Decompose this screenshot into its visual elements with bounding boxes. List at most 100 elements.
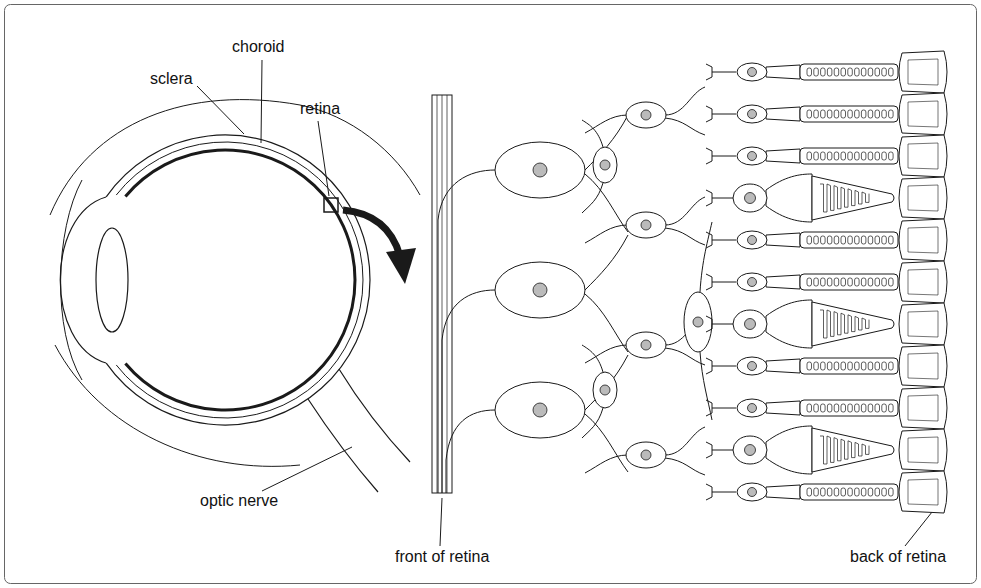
rod-disc: [848, 236, 853, 244]
cone-cell: [706, 426, 947, 474]
cone-discs: [820, 436, 869, 464]
bipolar-dendrite: [665, 228, 705, 245]
nucleus: [641, 450, 651, 460]
pigment-inner: [908, 479, 938, 505]
synaptic-terminal: [706, 64, 712, 80]
rod-inner-segment: [766, 275, 800, 289]
rod-disc: [807, 488, 812, 496]
rod-disc: [827, 404, 832, 412]
receptor-axon: [712, 492, 736, 493]
part-label: front of retina: [395, 548, 489, 566]
rod-disc: [807, 362, 812, 370]
rod-body: [737, 273, 767, 291]
cone-discs: [820, 310, 869, 338]
nucleus: [641, 340, 651, 350]
rod-cell: [706, 219, 947, 261]
zoom-arrow: [343, 210, 400, 256]
rod-disc: [834, 236, 839, 244]
rod-disc: [875, 110, 880, 118]
rod-disc: [889, 110, 894, 118]
rod-disc: [848, 488, 853, 496]
rod-disc: [807, 404, 812, 412]
rod-disc: [841, 68, 846, 76]
rod-body: [737, 147, 767, 165]
rod-disc: [882, 488, 887, 496]
rod-outer-segment: [800, 148, 898, 164]
lens: [96, 228, 128, 332]
ganglion-dendrite: [585, 355, 628, 410]
pigment-cell: [899, 177, 947, 219]
rod-body: [737, 399, 767, 417]
amacrine-process: [582, 120, 603, 147]
rod-disc: [807, 110, 812, 118]
rod-disc: [827, 110, 832, 118]
synaptic-terminal: [706, 442, 712, 458]
rod-inner-segment: [766, 359, 800, 373]
rod-outer-segment: [800, 484, 898, 500]
receptor-axon: [712, 282, 736, 283]
ganglion-cell: [495, 382, 585, 438]
rod-body: [737, 63, 767, 81]
synaptic-terminal: [706, 316, 712, 332]
rod-disc: [882, 236, 887, 244]
zoom-arrowhead: [386, 248, 416, 284]
nucleus: [748, 362, 757, 371]
rod-disc: [882, 362, 887, 370]
rod-disc: [821, 488, 826, 496]
rod-disc: [814, 404, 819, 412]
cone-body: [733, 184, 767, 212]
rod-disc: [821, 278, 826, 286]
nucleus: [748, 404, 757, 413]
nucleus: [745, 193, 756, 204]
rod-disc: [834, 362, 839, 370]
nucleus: [693, 317, 703, 327]
rod-cell: [706, 135, 947, 177]
synaptic-terminal: [706, 148, 712, 164]
cone-inner-segment: [766, 300, 812, 348]
rod-inner-segment: [766, 233, 800, 247]
eyelid: [61, 180, 82, 380]
rod-body: [737, 105, 767, 123]
rod-disc: [868, 110, 873, 118]
cone-cell: [706, 300, 947, 348]
rod-disc: [848, 68, 853, 76]
nucleus: [748, 488, 757, 497]
bipolar-axon: [585, 455, 628, 473]
nucleus: [533, 163, 547, 177]
rod-cell: [706, 345, 947, 387]
amacrine-cell: [593, 147, 617, 183]
rod-inner-segment: [766, 485, 800, 499]
rod-disc: [875, 488, 880, 496]
amacrine-process: [582, 345, 603, 372]
amacrine-process: [582, 408, 603, 438]
rod-disc: [807, 278, 812, 286]
retina-layer: [125, 150, 355, 410]
rod-disc: [875, 278, 880, 286]
leader-line: [440, 498, 442, 546]
leader-line: [261, 60, 262, 143]
synaptic-terminal: [706, 400, 712, 416]
part-label: retina: [300, 100, 340, 118]
rod-disc: [848, 404, 853, 412]
horizontal-process: [700, 222, 712, 292]
amacrine-process: [582, 183, 603, 213]
receptor-axon: [712, 114, 736, 115]
bipolar-dendrite: [665, 427, 705, 455]
rod-disc: [821, 68, 826, 76]
rod-disc: [868, 404, 873, 412]
rod-disc: [848, 278, 853, 286]
rod-disc: [821, 236, 826, 244]
rod-disc: [807, 152, 812, 160]
rod-body: [737, 483, 767, 501]
rod-disc: [848, 152, 853, 160]
synaptic-terminal: [706, 232, 712, 248]
nucleus: [748, 236, 757, 245]
rod-disc: [814, 362, 819, 370]
synaptic-terminal: [706, 190, 712, 206]
rod-disc: [889, 362, 894, 370]
pigment-cell: [899, 51, 947, 93]
rod-disc: [807, 236, 812, 244]
rod-outer-segment: [800, 106, 898, 122]
rod-disc: [855, 152, 860, 160]
rod-disc: [841, 152, 846, 160]
